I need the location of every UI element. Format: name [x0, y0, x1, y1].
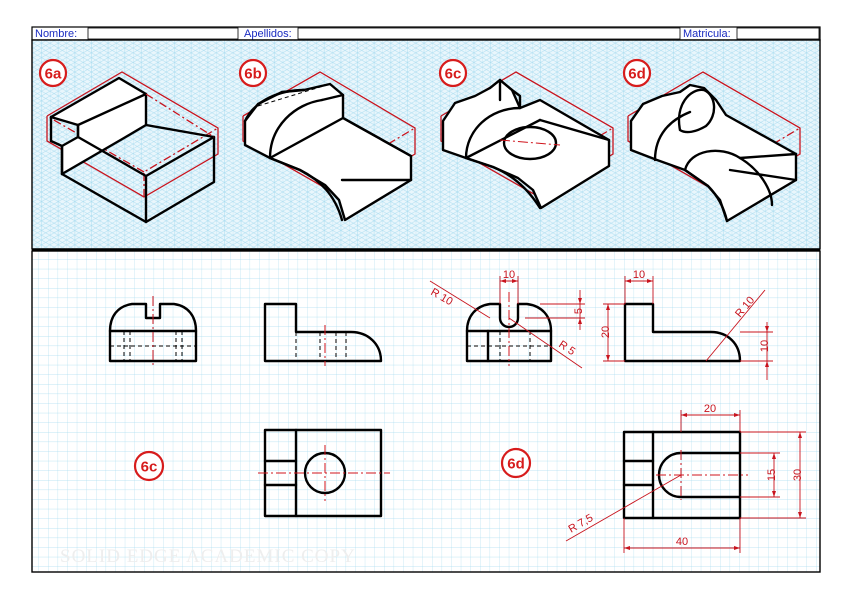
dim-6c-top-width: 10	[503, 269, 515, 281]
dim-6c-slot-depth: 5	[573, 308, 585, 314]
iso-6d: 6d	[622, 58, 801, 223]
view-6d-front: 10 5 R 10 R 5	[429, 269, 585, 369]
watermark: SOLID EDGE ACADEMIC COPY	[60, 546, 356, 567]
dim-6d-slot-length: 20	[704, 403, 716, 415]
dim-6d-top-width: 10	[633, 269, 645, 281]
tag-6a: 6a	[45, 66, 62, 83]
dim-6d-slot-width: 15	[766, 469, 778, 481]
view-tag-6c: 6c	[141, 459, 158, 476]
iso-6c: 6c	[438, 58, 614, 210]
views-panel	[31, 250, 821, 573]
iso-6b: 6b	[238, 58, 416, 222]
nombre-field[interactable]	[87, 27, 239, 40]
tag-6c: 6c	[445, 66, 462, 83]
view-6c-side	[263, 302, 383, 366]
view-6d-top: 20 15 30 40 R 7,5	[565, 403, 806, 553]
header-bar: Nombre: Apellidos: Matricula:	[31, 26, 821, 41]
view-6c-front	[108, 296, 198, 366]
apellidos-field[interactable]	[297, 27, 681, 40]
dim-6d-height: 20	[600, 326, 612, 338]
dim-6d-round-height: 10	[759, 340, 771, 352]
view-6c-top	[258, 428, 390, 518]
tag-6b: 6b	[244, 66, 262, 83]
nombre-label: Nombre:	[35, 28, 77, 40]
tag-6d: 6d	[628, 66, 646, 83]
iso-6a: 6a	[38, 58, 219, 224]
matricula-field[interactable]	[736, 27, 820, 40]
dim-6d-depth: 30	[792, 469, 804, 481]
view-tag-6d: 6d	[507, 456, 525, 473]
apellidos-label: Apellidos:	[244, 28, 292, 40]
dim-6d-length: 40	[676, 536, 688, 548]
matricula-label: Matricula:	[683, 28, 731, 40]
